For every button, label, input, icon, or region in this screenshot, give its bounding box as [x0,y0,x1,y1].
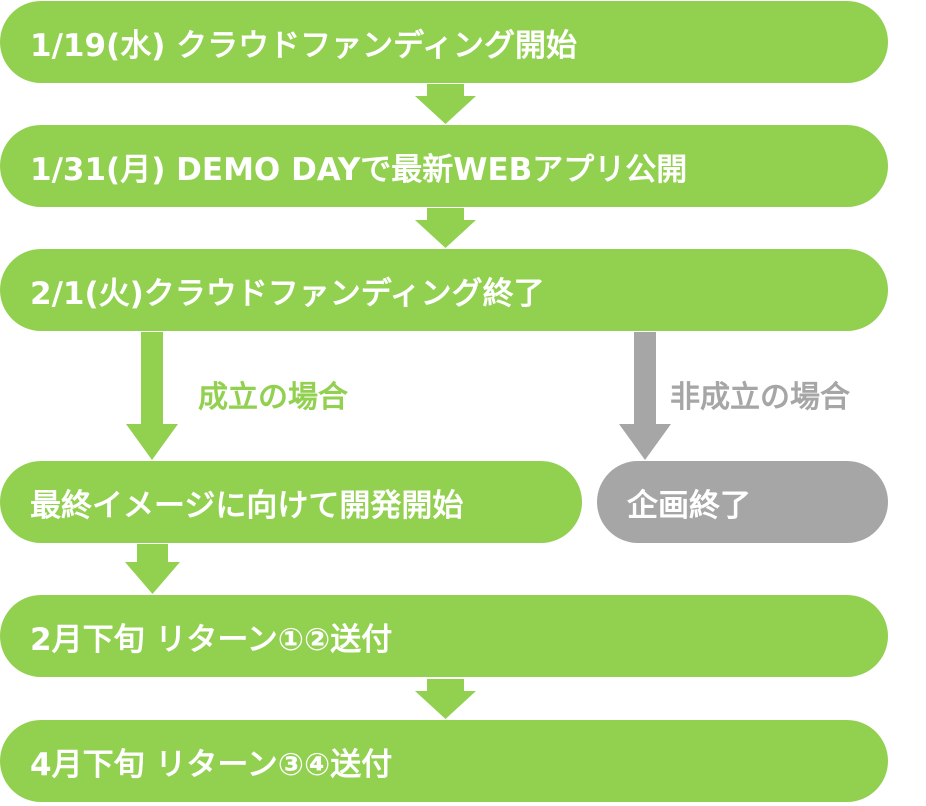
step-returns-1-2-label: 2月下旬 リターン①②送付 [30,621,393,658]
arrow-down-failure [619,332,671,460]
arrow-down-3 [125,544,180,594]
arrow-down-success [126,332,178,460]
step-project-end: 企画終了 [597,461,888,543]
step-returns-3-4: 4月下旬 リターン③④送付 [0,720,888,802]
step-project-end-label: 企画終了 [627,487,751,524]
step-demo-day-label: 1/31(月) DEMO DAYで最新WEBアプリ公開 [30,151,688,188]
step-crowdfunding-end-label: 2/1(火)クラウドファンディング終了 [30,275,545,312]
step-crowdfunding-end: 2/1(火)クラウドファンディング終了 [0,249,888,331]
step-returns-3-4-label: 4月下旬 リターン③④送付 [30,746,393,783]
step-crowdfunding-start-label: 1/19(水) クラウドファンディング開始 [30,27,577,64]
step-final-image-dev-label: 最終イメージに向けて開発開始 [30,487,464,524]
arrow-down-1 [415,84,476,124]
branch-failure-label: 非成立の場合 [670,380,850,415]
arrow-down-4 [415,679,476,719]
step-final-image-dev: 最終イメージに向けて開発開始 [0,461,582,543]
arrow-down-2 [415,208,476,248]
branch-success-label: 成立の場合 [198,380,348,415]
step-crowdfunding-start: 1/19(水) クラウドファンディング開始 [0,1,888,83]
step-demo-day: 1/31(月) DEMO DAYで最新WEBアプリ公開 [0,125,888,207]
step-returns-1-2: 2月下旬 リターン①②送付 [0,595,888,677]
